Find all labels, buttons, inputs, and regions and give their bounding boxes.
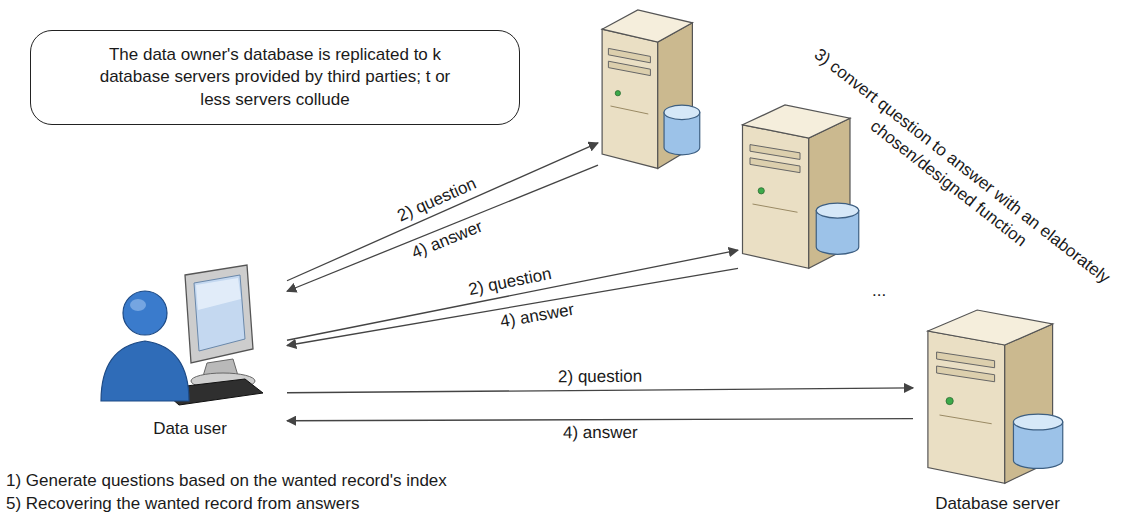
arrow-connector: [287, 388, 913, 393]
server-node: [740, 105, 865, 270]
note-text: The data owner's database is replicated …: [89, 44, 461, 110]
drive-bay: [608, 61, 650, 75]
monitor-screen: [194, 275, 245, 351]
screen-glare: [196, 278, 241, 310]
edge-label: 2) question: [555, 367, 645, 388]
server-front: [602, 29, 658, 168]
user-icon: [95, 265, 285, 413]
node-label: Database server: [915, 493, 1080, 515]
database-cylinder-top: [664, 105, 700, 119]
step-note: 1) Generate questions based on the wante…: [6, 470, 447, 492]
edge-label: 4) answer: [560, 422, 641, 443]
server-front: [928, 331, 1005, 483]
arrow-connector: [287, 419, 913, 421]
note-box: The data owner's database is replicated …: [30, 30, 520, 125]
server-top: [602, 10, 692, 42]
server-top: [743, 105, 851, 138]
drive-bay: [937, 366, 995, 382]
power-light: [946, 397, 953, 404]
user-head: [123, 291, 167, 335]
drive-bay: [750, 145, 800, 160]
head-shine: [130, 299, 146, 311]
server-top: [928, 310, 1053, 345]
power-light: [615, 91, 620, 96]
server-front: [743, 125, 809, 269]
server-icon: [740, 105, 865, 270]
server-icon: [600, 10, 705, 170]
arrow-connector: [287, 143, 598, 281]
node-label: Data user: [95, 418, 285, 440]
drive-bay: [608, 48, 650, 62]
panel-line: [940, 415, 992, 424]
ellipsis-mark: ...: [872, 280, 886, 302]
database-cylinder-top: [1013, 414, 1062, 430]
user-body: [101, 341, 189, 401]
power-light: [758, 188, 764, 194]
edge-label: 4) answer: [496, 299, 579, 333]
server-icon: [925, 310, 1070, 485]
user-node: Data user: [95, 265, 285, 440]
server-node: [600, 10, 705, 170]
server-node: Database server: [915, 310, 1080, 515]
drive-bay: [937, 352, 995, 368]
edge-label: 4) answer: [406, 216, 488, 265]
edge-label: 2) question: [464, 264, 556, 302]
drive-bay: [750, 158, 800, 173]
arrow-connector: [287, 250, 738, 340]
panel-line: [753, 204, 798, 212]
database-cylinder-top: [816, 203, 859, 218]
monitor-frame: [185, 265, 253, 363]
panel-line: [611, 106, 649, 114]
step-note: 5) Recovering the wanted record from ans…: [6, 493, 359, 515]
